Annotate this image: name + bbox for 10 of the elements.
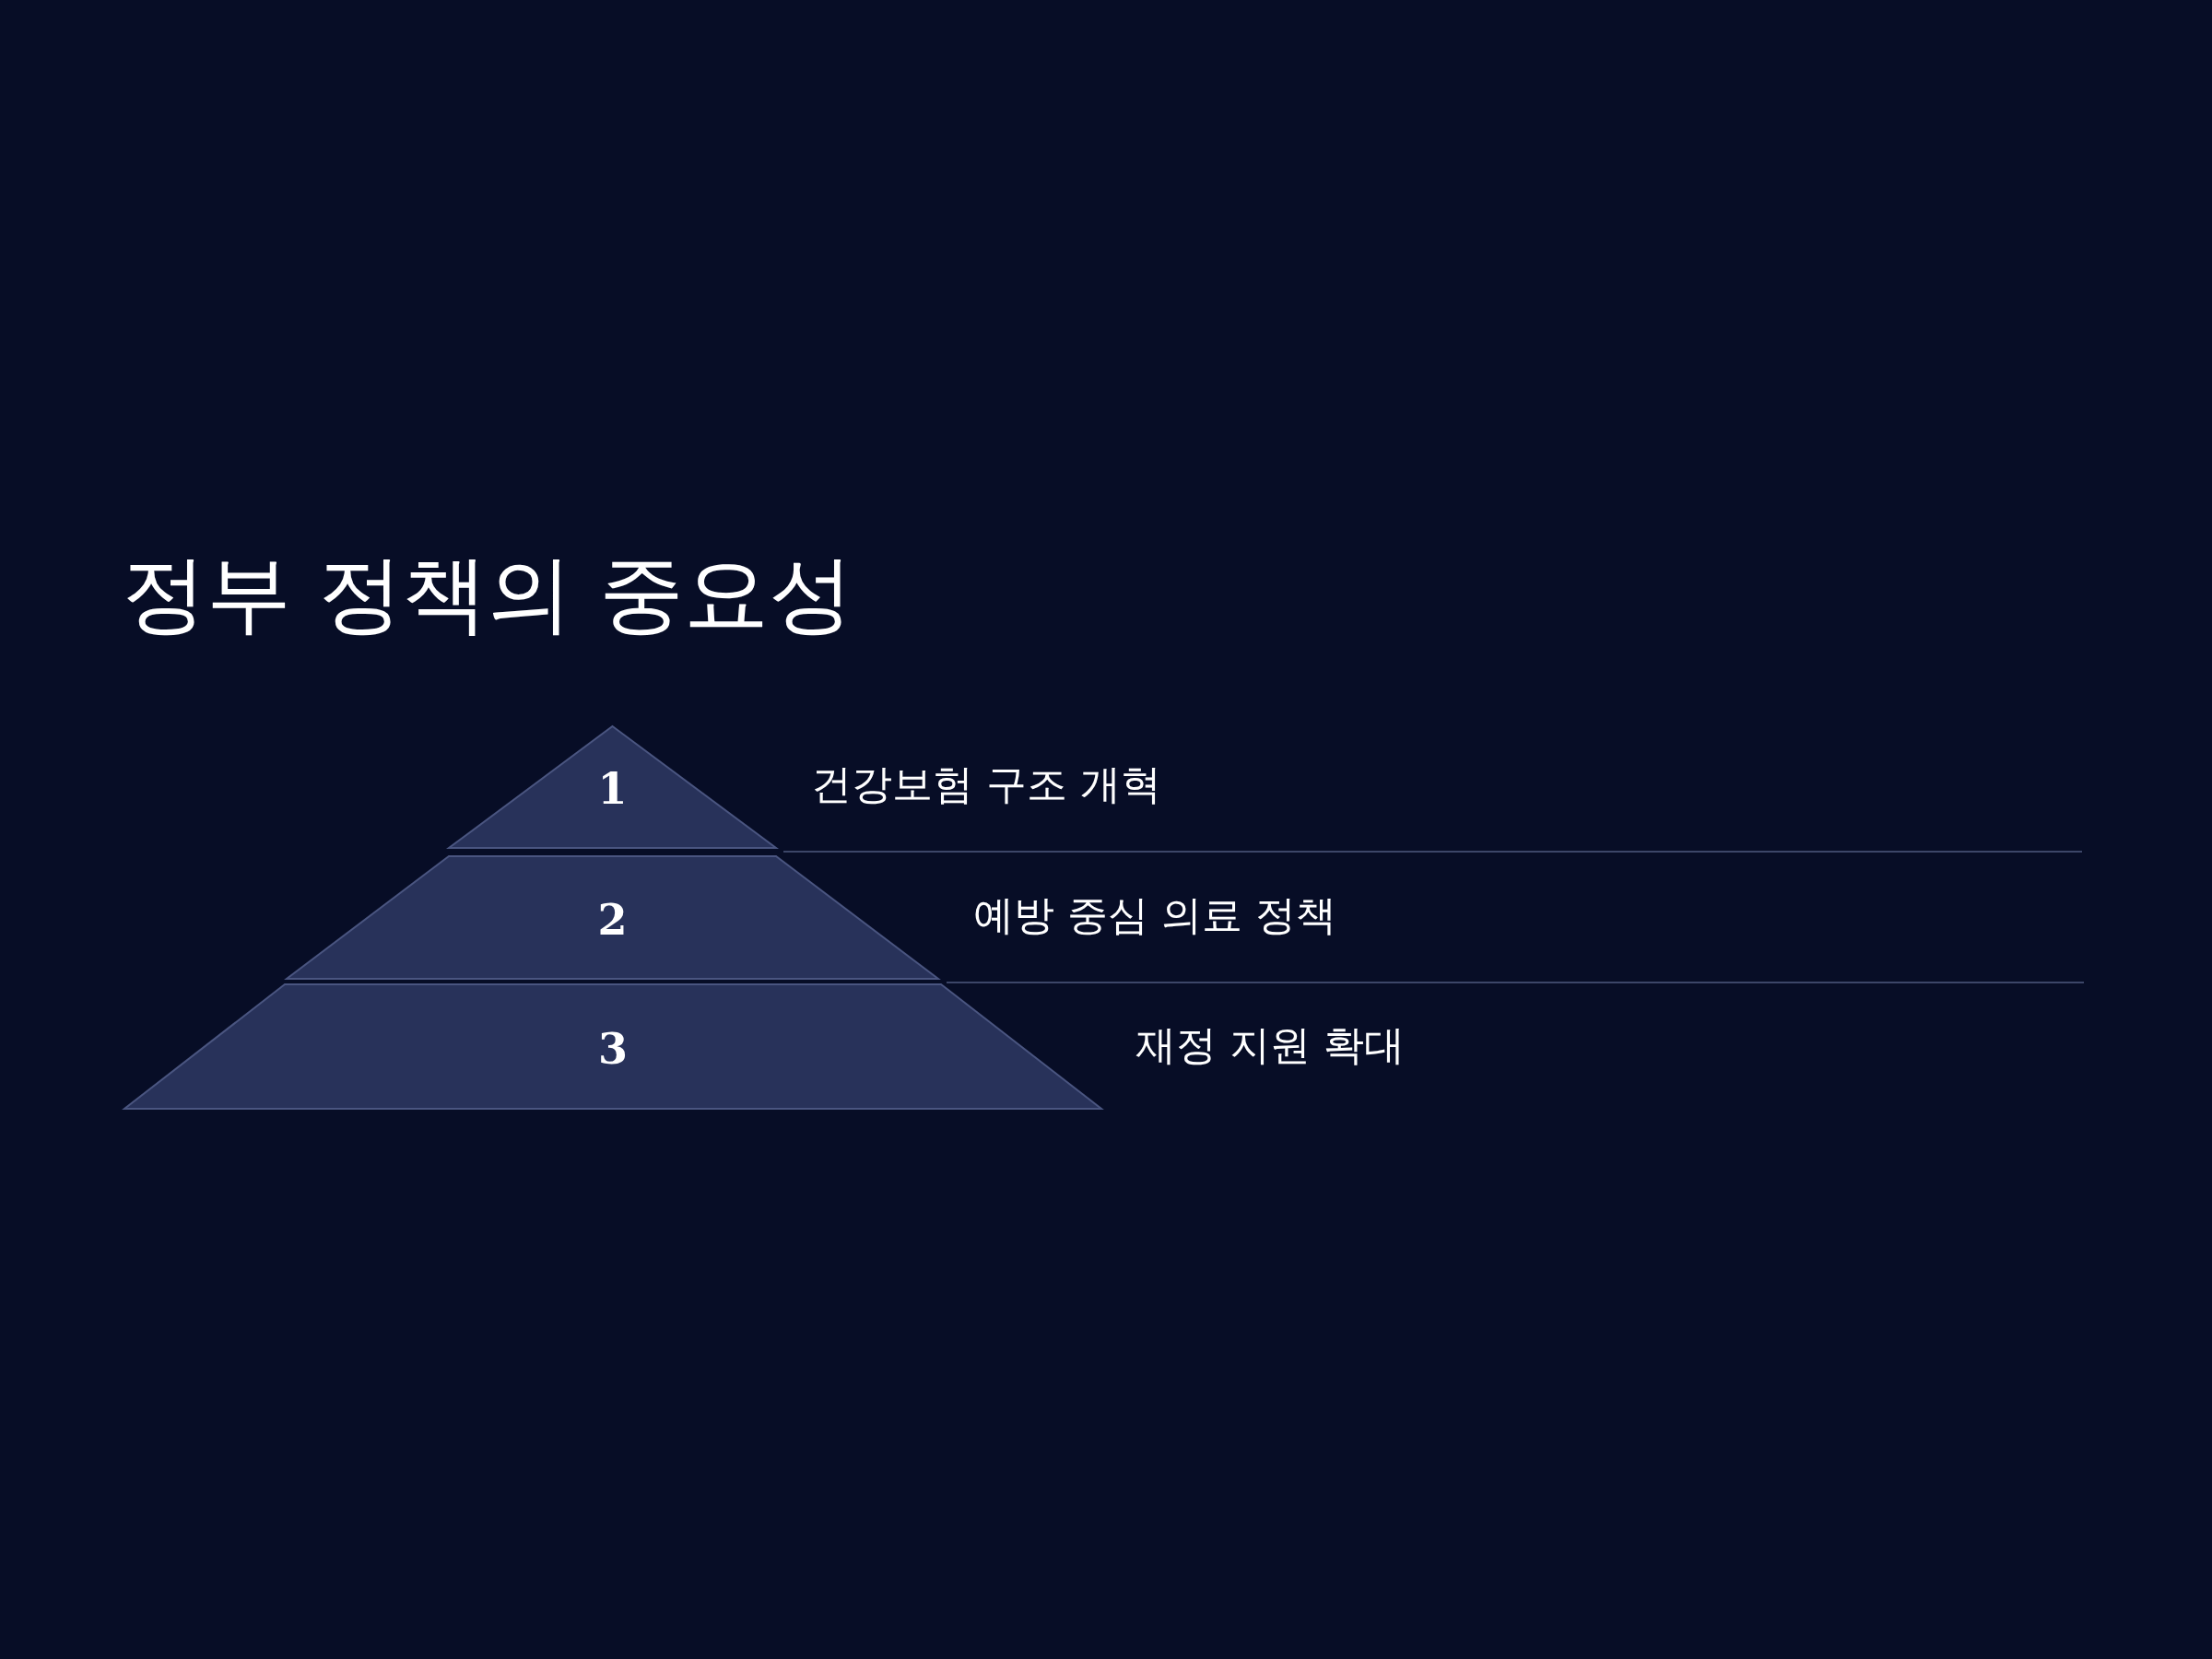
layer-number: 3 bbox=[598, 1027, 628, 1070]
pyramid-layer bbox=[449, 726, 776, 848]
slide-title: 정부 정책의 중요성 bbox=[122, 544, 854, 645]
pyramid-layer bbox=[124, 984, 1101, 1109]
layer-number: 2 bbox=[597, 898, 628, 941]
layer-label: 예방 중심 의료 정책 bbox=[973, 895, 1336, 935]
pyramid-layer bbox=[287, 856, 938, 979]
layer-label: 건강보험 구조 개혁 bbox=[811, 764, 1161, 805]
layer-number: 1 bbox=[597, 768, 628, 811]
layer-label: 재정 지원 확대 bbox=[1135, 1025, 1405, 1065]
